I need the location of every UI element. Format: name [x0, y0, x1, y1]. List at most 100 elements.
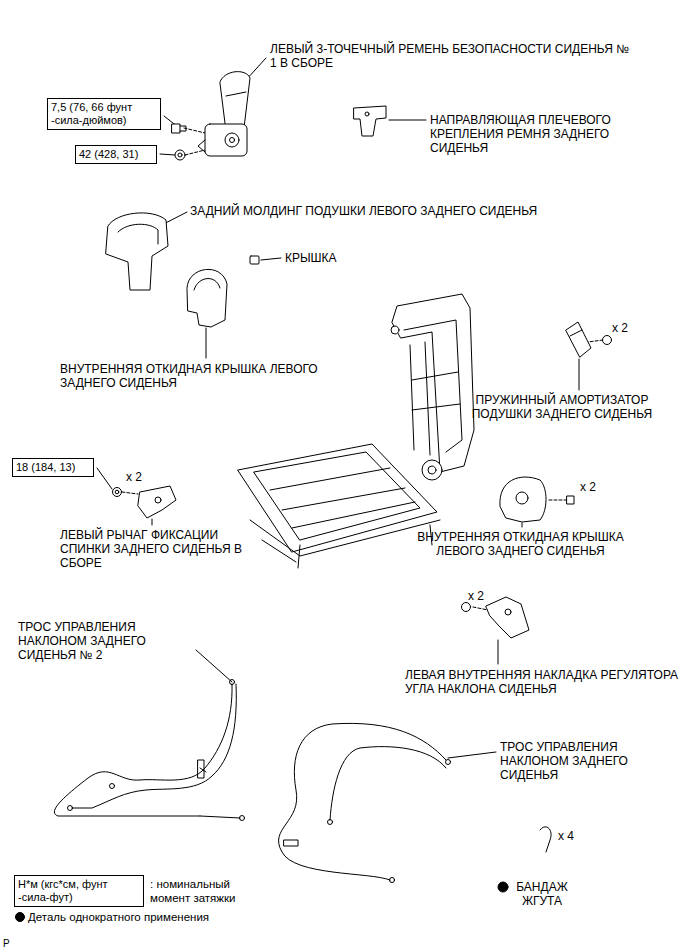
part-name: ТРОС УПРАВЛЕНИЯ НАКЛОНОМ ЗАДНЕГО СИДЕНЬЯ	[500, 740, 652, 782]
part-name: ПРУЖИННЫЙ АМОРТИЗАТОР ПОДУШКИ ЗАДНЕГО СИ…	[462, 393, 662, 421]
assembly-line-part	[184, 128, 205, 133]
damper-drawing-part	[603, 336, 612, 345]
cable-drawing-part	[330, 747, 446, 820]
torque-value: Н*м (кгс*см, фунт -сила-фут)	[18, 878, 140, 904]
nut-symbol-part	[178, 153, 182, 157]
cable-drawing-part	[54, 684, 232, 816]
cover-drawing-part	[567, 496, 574, 504]
leader-line-part	[261, 258, 281, 260]
seat-belt-drawing-part	[230, 138, 235, 143]
leader-line-part	[389, 120, 426, 121]
quantity: x 2	[468, 589, 508, 603]
damper-drawing-part	[570, 330, 582, 336]
assembly-line-part	[473, 607, 488, 610]
damper-drawing	[566, 322, 612, 357]
bolt-symbol	[172, 124, 186, 133]
belt-guide-drawing-part	[354, 106, 386, 136]
lever-drawing-part	[115, 490, 119, 494]
part-name: ВНУТРЕННЯЯ ОТКИДНАЯ КРЫШКА ЛЕВОГО ЗАДНЕГ…	[60, 362, 348, 390]
seat-belt-drawing	[198, 72, 250, 156]
leader-line-part	[196, 650, 232, 682]
torque-box: 42 (428, 31)	[75, 145, 157, 164]
cable-drawing-part	[110, 784, 115, 789]
torque-box: 18 (184, 13)	[12, 458, 94, 477]
cable-drawing-part	[240, 816, 245, 821]
seat-frame-drawing-part	[410, 342, 460, 455]
cable-drawing-part	[279, 723, 446, 880]
seat-frame-drawing-part	[254, 452, 420, 540]
leader-line-part	[498, 640, 499, 664]
cap-drawing-part	[250, 256, 259, 264]
assembly-line-part	[185, 150, 205, 155]
torque-value: 7,5 (76, 66 фунт -сила-дюймов)	[51, 101, 157, 127]
part-name: БАНДАЖ ЖГУТА	[510, 880, 574, 908]
adjuster-cover-drawing	[462, 597, 530, 638]
cover-drawing	[187, 269, 227, 327]
adjuster-cover-drawing-part	[505, 609, 511, 615]
nut-symbol	[175, 150, 185, 160]
belt-guide-drawing	[354, 106, 386, 136]
cable-drawing-part	[68, 806, 73, 811]
cable-drawing-part	[198, 760, 204, 778]
lever-drawing	[113, 486, 177, 518]
leader-line-part	[97, 468, 112, 489]
seat-frame-drawing-part	[391, 326, 399, 334]
cable-drawing-part	[328, 820, 333, 825]
cover-drawing	[500, 477, 574, 522]
part-name: ЛЕВЫЙ РЫЧАГ ФИКСАЦИИ СПИНКИ ЗАДНЕГО СИДЕ…	[60, 528, 250, 570]
cable-drawing-part	[284, 840, 298, 846]
legend-text: : номинальный момент затяжки	[150, 877, 268, 905]
part-name: ЛЕВЫЙ 3-ТОЧЕЧНЫЙ РЕМЕНЬ БЕЗОПАСНОСТИ СИД…	[270, 42, 630, 70]
seat-frame-drawing-part	[238, 444, 437, 552]
cover-drawing-part	[194, 278, 220, 290]
damper-drawing-part	[566, 322, 591, 357]
assembly-line-part	[547, 500, 567, 501]
adjuster-cover-drawing-part	[486, 597, 529, 638]
seat-belt-drawing-part	[220, 72, 250, 128]
assembly-line-part	[588, 340, 603, 342]
leader-line-part	[160, 154, 175, 155]
assembly-line-part	[122, 492, 138, 494]
cover-drawing-part	[500, 477, 546, 522]
cable-drawing	[54, 680, 244, 821]
single-use-mark-part	[498, 882, 508, 892]
seat-frame-drawing-part	[270, 468, 415, 528]
seat-belt-drawing-part	[226, 92, 246, 96]
nut-symbol-part	[175, 150, 185, 160]
cable-drawing-part	[390, 878, 395, 883]
leader-line-part	[206, 328, 207, 358]
torque-value: 18 (184, 13)	[16, 461, 90, 474]
legend-torque-box: Н*м (кгс*см, фунт -сила-фут)	[14, 875, 144, 907]
leader-line-part	[579, 359, 580, 390]
leader-line-part	[522, 523, 523, 527]
lever-drawing-part	[155, 497, 161, 503]
part-name: ЛЕВАЯ ВНУТРЕННЯЯ НАКЛАДКА РЕГУЛЯТОРА УГЛ…	[405, 668, 685, 696]
cable-drawing-part	[200, 768, 240, 818]
quantity: x 2	[612, 321, 652, 335]
legend-text: Деталь однократного применения	[28, 910, 288, 924]
cover-drawing-part	[516, 492, 528, 504]
seat-frame-drawing-part	[250, 520, 440, 568]
seat-belt-drawing-part	[225, 133, 239, 147]
cover-drawing-part	[187, 269, 227, 327]
part-name: ЗАДНИЙ МОЛДИНГ ПОДУШКИ ЛЕВОГО ЗАДНЕГО СИ…	[190, 204, 620, 218]
leader-line-part	[448, 752, 496, 758]
seat-frame-drawing-part	[404, 320, 462, 452]
part-name: КРЫШКА	[285, 251, 365, 265]
cable-drawing-part	[72, 684, 236, 808]
quantity: x 2	[126, 470, 166, 484]
belt-guide-drawing-part	[365, 112, 369, 116]
cable-drawing	[279, 723, 451, 882]
leader-line-part	[152, 519, 153, 525]
clamp-drawing	[540, 827, 551, 852]
seat-belt-drawing-part	[198, 140, 205, 152]
seat-frame-drawing-part	[422, 460, 442, 480]
seat-frame-drawing-part	[428, 466, 436, 474]
molding-drawing-part	[118, 224, 158, 244]
cap-drawing	[250, 256, 259, 264]
cable-drawing-part	[446, 760, 451, 765]
quantity: x 4	[558, 829, 598, 843]
part-name: НАПРАВЛЯЮЩАЯ ПЛЕЧЕВОГО КРЕПЛЕНИЯ РЕМНЯ З…	[430, 113, 645, 155]
